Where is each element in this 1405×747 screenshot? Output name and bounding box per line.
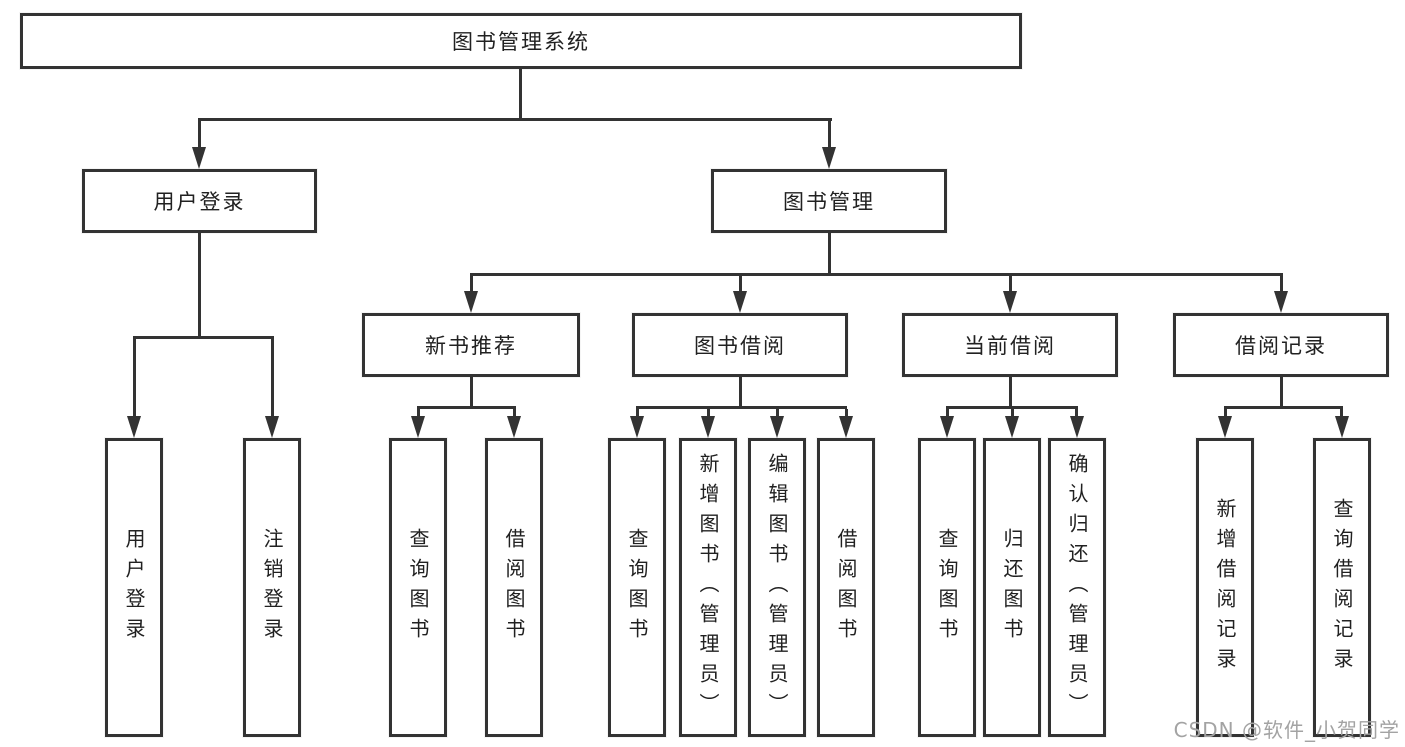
node-label: 编辑图书（管理员） (765, 452, 789, 723)
arrow-down-icon (1003, 291, 1017, 313)
arrow-down-icon (127, 416, 141, 438)
node-label: 借阅图书 (502, 527, 526, 648)
leaf-confirm-return-admin: 确认归还（管理员） (1048, 438, 1106, 737)
connector-drop-leaf (417, 409, 420, 419)
arrow-down-icon (733, 291, 747, 313)
connector-section-fork (946, 406, 1078, 409)
connector-section-fork (417, 406, 516, 409)
connector-drop-user-login (198, 118, 201, 150)
arrow-down-icon (192, 147, 206, 169)
csdn-watermark: CSDN @软件_小贺同学 (1173, 718, 1400, 742)
leaf-borrow-books: 借阅图书 (817, 438, 875, 737)
leaf-return-books: 归还图书 (983, 438, 1041, 737)
connector-drop-section (470, 276, 473, 294)
connector-drop-leaf (707, 409, 710, 419)
connector-drop-leaf (1011, 409, 1014, 419)
connector-section-stem (470, 377, 473, 406)
arrow-down-icon (1274, 291, 1288, 313)
connector-drop-leaf (1075, 409, 1078, 419)
arrow-down-icon (839, 416, 853, 438)
connector-drop-leaf (776, 409, 779, 419)
node-label: 查询图书 (406, 527, 430, 648)
connector-section-stem (739, 377, 742, 406)
node-label: 查询借阅记录 (1330, 497, 1354, 678)
arrow-down-icon (1070, 416, 1084, 438)
connector-book-mgmt-stem (828, 233, 831, 273)
connector-drop-leaf (1340, 409, 1343, 419)
node-label: 借阅图书 (834, 527, 858, 648)
node-current-borrow: 当前借阅 (902, 313, 1118, 377)
leaf-add-borrow-record: 新增借阅记录 (1196, 438, 1254, 737)
connector-drop-leaf (271, 339, 274, 418)
arrow-down-icon (1005, 416, 1019, 438)
node-label: 查询图书 (625, 527, 649, 648)
leaf-query-books: 查询图书 (389, 438, 447, 737)
arrow-down-icon (822, 147, 836, 169)
arrow-down-icon (1335, 416, 1349, 438)
connector-root-stem (519, 69, 522, 118)
node-new-book-recommend: 新书推荐 (362, 313, 580, 377)
connector-drop-leaf (946, 409, 949, 419)
connector-drop-section (739, 276, 742, 294)
leaf-user-login: 用户登录 (105, 438, 163, 737)
node-label: 注销登录 (260, 527, 284, 648)
leaf-query-borrow-record: 查询借阅记录 (1313, 438, 1371, 737)
arrow-down-icon (507, 416, 521, 438)
node-label: 借阅记录 (1235, 334, 1327, 358)
node-borrow-records: 借阅记录 (1173, 313, 1389, 377)
arrow-down-icon (265, 416, 279, 438)
arrow-down-icon (701, 416, 715, 438)
connector-drop-leaf (1224, 409, 1227, 419)
connector-section-fork (1224, 406, 1343, 409)
node-label: 新增借阅记录 (1213, 497, 1237, 678)
arrow-down-icon (1218, 416, 1232, 438)
leaf-add-books-admin: 新增图书（管理员） (679, 438, 737, 737)
node-label: 当前借阅 (964, 334, 1056, 358)
arrow-down-icon (770, 416, 784, 438)
connector-drop-book-mgmt (828, 118, 831, 150)
node-label: 用户登录 (153, 190, 246, 214)
leaf-edit-books-admin: 编辑图书（管理员） (748, 438, 806, 737)
leaf-query-books: 查询图书 (608, 438, 666, 737)
node-book-borrow: 图书借阅 (632, 313, 848, 377)
node-label: 新增图书（管理员） (696, 452, 720, 723)
arrow-down-icon (940, 416, 954, 438)
connector-user-login-fork (133, 336, 274, 339)
node-label: 查询图书 (935, 527, 959, 648)
connector-drop-section (1009, 276, 1012, 294)
connector-user-login-stem (198, 233, 201, 336)
leaf-borrow-books: 借阅图书 (485, 438, 543, 737)
leaf-logout: 注销登录 (243, 438, 301, 737)
node-label: 图书管理 (783, 190, 875, 214)
node-label: 确认归还（管理员） (1065, 452, 1089, 723)
node-label: 图书借阅 (694, 334, 786, 358)
connector-drop-leaf (133, 339, 136, 418)
node-user-login: 用户登录 (82, 169, 317, 233)
arrow-down-icon (464, 291, 478, 313)
node-label: 图书管理系统 (452, 30, 590, 54)
connector-section-stem (1280, 377, 1283, 406)
node-book-management: 图书管理 (711, 169, 947, 233)
node-root-system: 图书管理系统 (20, 13, 1022, 69)
node-label: 新书推荐 (425, 334, 517, 358)
connector-root-fork (198, 118, 832, 121)
node-label: 用户登录 (122, 527, 146, 648)
connector-drop-leaf (636, 409, 639, 419)
connector-book-mgmt-fork (470, 273, 1283, 276)
connector-section-fork (636, 406, 847, 409)
node-label: 归还图书 (1000, 527, 1024, 648)
connector-section-stem (1009, 377, 1012, 406)
arrow-down-icon (411, 416, 425, 438)
connector-drop-section (1280, 276, 1283, 294)
connector-drop-leaf (513, 409, 516, 419)
connector-drop-leaf (845, 409, 848, 419)
arrow-down-icon (630, 416, 644, 438)
leaf-query-books: 查询图书 (918, 438, 976, 737)
